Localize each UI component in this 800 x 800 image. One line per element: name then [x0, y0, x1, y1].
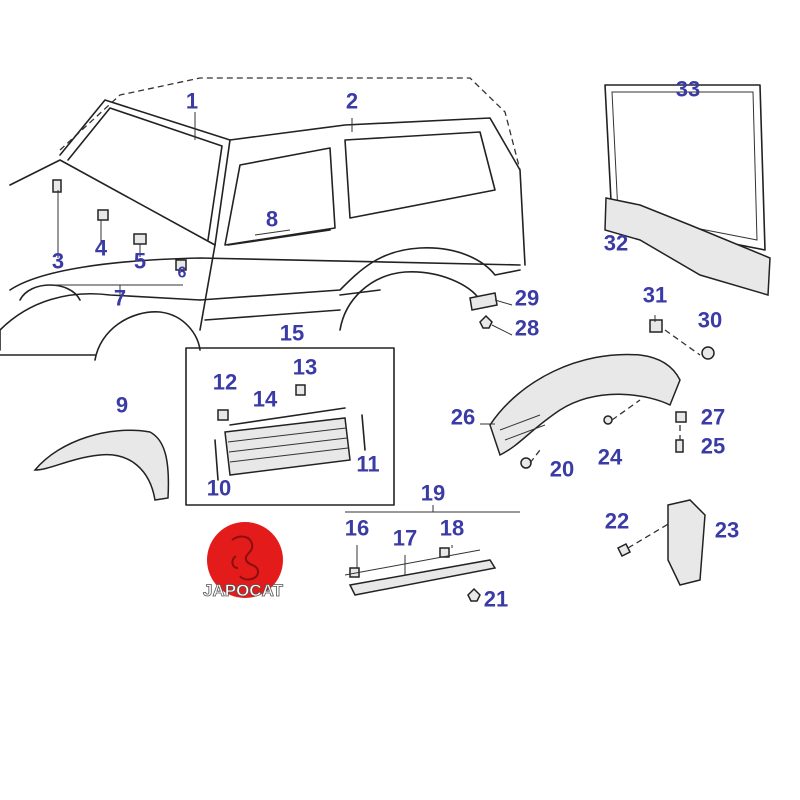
side-moulding [224, 417, 351, 476]
callout-19: 19 [421, 481, 445, 506]
callout-26: 26 [451, 405, 475, 430]
callout-32: 32 [604, 231, 628, 256]
rear-fender-ribs [499, 414, 546, 441]
callout-17: 17 [393, 526, 417, 551]
callout-9: 9 [116, 393, 128, 418]
rear-panel-garnish [604, 197, 771, 296]
assembly-lines [529, 329, 701, 464]
logo-cat-icon [231, 535, 260, 581]
callout-12: 12 [213, 370, 237, 395]
callout-27: 27 [701, 405, 725, 430]
callout-7: 7 [114, 286, 126, 311]
callout-labels: 1 2 3 4 5 6 7 8 9 10 11 12 13 14 15 16 1… [52, 77, 739, 612]
callout-11: 11 [356, 452, 379, 477]
callout-25: 25 [701, 434, 725, 459]
callout-18: 18 [440, 516, 464, 541]
rocker-strip [344, 549, 481, 576]
leader-lines [56, 112, 656, 575]
vehicle-body-outline [0, 77, 526, 361]
detail-box [185, 347, 395, 506]
japocat-logo: JAPOCAT [203, 522, 284, 600]
callout-23: 23 [715, 518, 739, 543]
callout-10: 10 [207, 476, 231, 501]
callout-21: 21 [484, 587, 508, 612]
callout-3: 3 [52, 249, 64, 274]
callout-15: 15 [280, 321, 304, 346]
rear-fender-flare [489, 353, 681, 457]
callout-5: 5 [134, 249, 146, 274]
callout-33: 33 [676, 77, 700, 102]
logo-text: JAPOCAT [203, 581, 284, 600]
callout-31: 31 [643, 283, 667, 308]
assembly-line-mudguard [627, 519, 676, 549]
rocker-moulding [348, 559, 497, 596]
callout-16: 16 [345, 516, 369, 541]
rear-glass-seal-inner [611, 91, 758, 241]
callout-24: 24 [598, 445, 623, 470]
callout-20: 20 [550, 457, 574, 482]
callout-13: 13 [293, 355, 317, 380]
callout-2: 2 [346, 89, 358, 114]
side-moulding-ribs [227, 427, 349, 463]
callout-14: 14 [253, 387, 278, 412]
callout-6: 6 [178, 265, 187, 282]
callout-30: 30 [698, 308, 722, 333]
callout-28: 28 [515, 316, 539, 341]
front-fender-flare [33, 429, 170, 501]
callout-22: 22 [605, 509, 629, 534]
callout-8: 8 [266, 207, 278, 232]
callout-4: 4 [95, 236, 108, 261]
callout-29: 29 [515, 286, 539, 311]
mudguard [667, 499, 706, 586]
rear-glass-seal [604, 84, 766, 251]
moulding-strips [214, 407, 366, 481]
callout-1: 1 [186, 89, 198, 114]
